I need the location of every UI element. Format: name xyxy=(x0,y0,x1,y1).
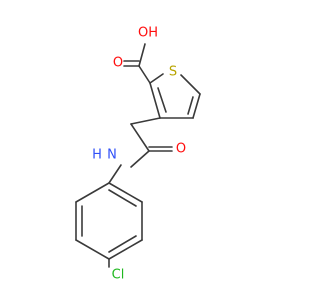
bond-c5-c4-double xyxy=(187,96,194,115)
carboxylic-acid-group xyxy=(123,43,151,84)
atom-oh: OH xyxy=(138,26,158,41)
atom-o-amide: O xyxy=(176,142,186,157)
bond-c2-cacid xyxy=(138,65,151,84)
bond-s-c5 xyxy=(180,74,201,95)
bond-c2-s xyxy=(149,73,164,84)
bond-ar-inner-2 xyxy=(108,235,137,253)
bond-ar6-ar1 xyxy=(75,182,110,203)
atom-h-amide: H xyxy=(92,148,102,163)
atom-o-acid: O xyxy=(113,56,123,71)
acetamide-linker xyxy=(108,117,173,184)
bond-cacid-oh xyxy=(138,43,146,67)
bond-c3-c2 xyxy=(149,82,161,119)
thiophene-ring xyxy=(149,73,201,119)
atom-s: S xyxy=(169,65,177,80)
bond-ar3-ar4 xyxy=(108,239,143,260)
bond-ch2-camide xyxy=(130,123,150,152)
bond-n-caryl xyxy=(108,164,122,184)
atom-n-amide: N xyxy=(107,148,117,163)
bond-ar4-ar5 xyxy=(75,239,110,260)
atom-cl: Cl xyxy=(112,268,125,283)
bond-c5-c4 xyxy=(192,93,201,119)
bond-c3-c2-double xyxy=(157,87,167,113)
bond-camide-n xyxy=(130,150,150,168)
bond-ar-inner-1 xyxy=(108,189,137,207)
atom-labels: OH O S O H N Cl xyxy=(92,26,186,283)
molecule-structure: OH O S O H N Cl xyxy=(75,26,201,283)
bond-c3-ch2 xyxy=(130,117,161,125)
chlorophenyl-ring xyxy=(75,182,143,268)
bond-ar1-ar2 xyxy=(108,182,143,203)
